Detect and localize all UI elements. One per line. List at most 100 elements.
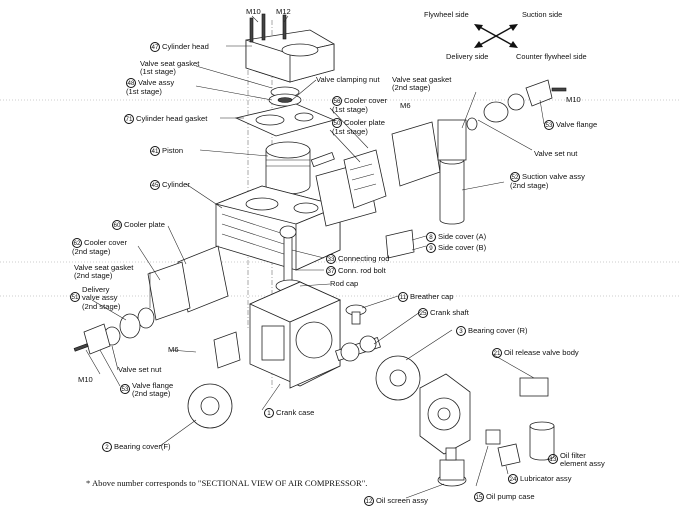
callout-text: Cooler plate (1st stage) xyxy=(332,118,385,136)
callout-text: Cylinder xyxy=(162,180,190,189)
lubricator-assy-part xyxy=(497,443,521,467)
oil-pump-housing-part xyxy=(419,373,471,455)
callout-number: 24 xyxy=(508,474,518,484)
callout-text: Piston xyxy=(162,146,184,155)
callout-text: Oil filter element assy xyxy=(560,451,605,469)
callout-text: Valve assy (1st stage) xyxy=(126,78,175,96)
valve-set-nut-right-label: Valve set nut xyxy=(534,149,578,158)
valve-seat-gasket-2nd-top-label: Valve seat gasket (2nd stage) xyxy=(392,75,452,93)
callout-number: 2 xyxy=(102,442,112,452)
valve-flange-2nd-part xyxy=(83,323,111,355)
cooler-cover-1st-part xyxy=(391,121,441,187)
crank-shaft-part xyxy=(335,335,381,362)
valve-clamping-nut-label: Valve clamping nut xyxy=(316,75,380,84)
cylinder-part xyxy=(214,185,342,271)
callout-text: Bearing cover(F) xyxy=(114,442,171,451)
callout-text: Cylinder head xyxy=(162,42,209,51)
callout-text: Side cover (A) xyxy=(438,232,487,241)
callout-text: Oil release valve body xyxy=(504,348,579,357)
callout-text: Cooler cover (1st stage) xyxy=(332,96,388,114)
oil-release-valve-body-part xyxy=(519,377,549,397)
callout-text: Valve flange (2nd stage) xyxy=(132,381,174,399)
callout-text: Crank case xyxy=(276,408,315,417)
flywheel-side-label: Flywheel side xyxy=(424,10,469,19)
callout-text: Cylinder head gasket xyxy=(136,114,208,123)
callout-text: Conn. rod bolt xyxy=(338,266,386,275)
leader-lines xyxy=(85,15,549,499)
cylinder-head-gasket-part xyxy=(234,103,336,137)
callout-text: Oil pump case xyxy=(486,492,535,501)
valve-seat-gasket-2nd-left-label: Valve seat gasket (2nd stage) xyxy=(74,263,134,281)
crank-case-part xyxy=(249,281,341,389)
callout-number: 45 xyxy=(150,180,160,190)
m10-right-label: M10 xyxy=(566,95,581,104)
piston-part xyxy=(265,141,335,195)
m6-right-label: M6 xyxy=(400,101,411,110)
oil-screen-assy-part xyxy=(437,447,467,487)
callout-number: 3 xyxy=(456,326,466,336)
breather-cap-stem xyxy=(351,311,361,325)
m10-top-label: M10 xyxy=(246,7,261,16)
callout-number: 9 xyxy=(426,243,436,253)
callout-number: 60 xyxy=(112,220,122,230)
rod-cap-label: Rod cap xyxy=(330,279,359,288)
valve-seat-gasket-2nd-left-part xyxy=(137,307,155,329)
orientation-arrows xyxy=(474,24,518,48)
callout-number: 1 xyxy=(264,408,274,418)
callout-text: Cooler cover (2nd stage) xyxy=(72,238,128,256)
side-cover-part xyxy=(385,229,415,259)
m12-top-label: M12 xyxy=(276,7,291,16)
m10-left-label: M10 xyxy=(78,375,93,384)
callout-text: Side cover (B) xyxy=(438,243,487,252)
callout-number: 25 xyxy=(418,308,428,318)
callout-text: Oil screen assy xyxy=(376,496,428,505)
callout-number: 41 xyxy=(150,146,160,156)
delivery-side-label: Delivery side xyxy=(446,52,489,61)
callout-number: 53 xyxy=(544,120,554,130)
callout-text: Valve flange xyxy=(556,120,598,129)
callout-number: 37 xyxy=(326,266,336,276)
cooler-cover-2nd-part xyxy=(147,261,191,321)
callout-number: 13 xyxy=(548,454,558,464)
suction-side-label: Suction side xyxy=(522,10,563,19)
callout-text: Lubricator assy xyxy=(520,474,572,483)
callout-number: 8 xyxy=(426,232,436,242)
footnote: * Above number corresponds to "SECTIONAL… xyxy=(86,478,368,488)
counter-flywheel-side-label: Counter flywheel side xyxy=(516,52,587,61)
m6-left-label: M6 xyxy=(168,345,179,354)
delivery-valve-assy-part xyxy=(119,313,141,339)
side-cover-small-part xyxy=(213,331,241,369)
callout-number: 21 xyxy=(492,348,502,358)
callout-text: Cooler plate xyxy=(124,220,165,229)
callout-text: Connecting rod xyxy=(338,254,390,263)
lubricator-part xyxy=(485,429,501,445)
cooler-plate-1st-inner xyxy=(343,149,387,209)
